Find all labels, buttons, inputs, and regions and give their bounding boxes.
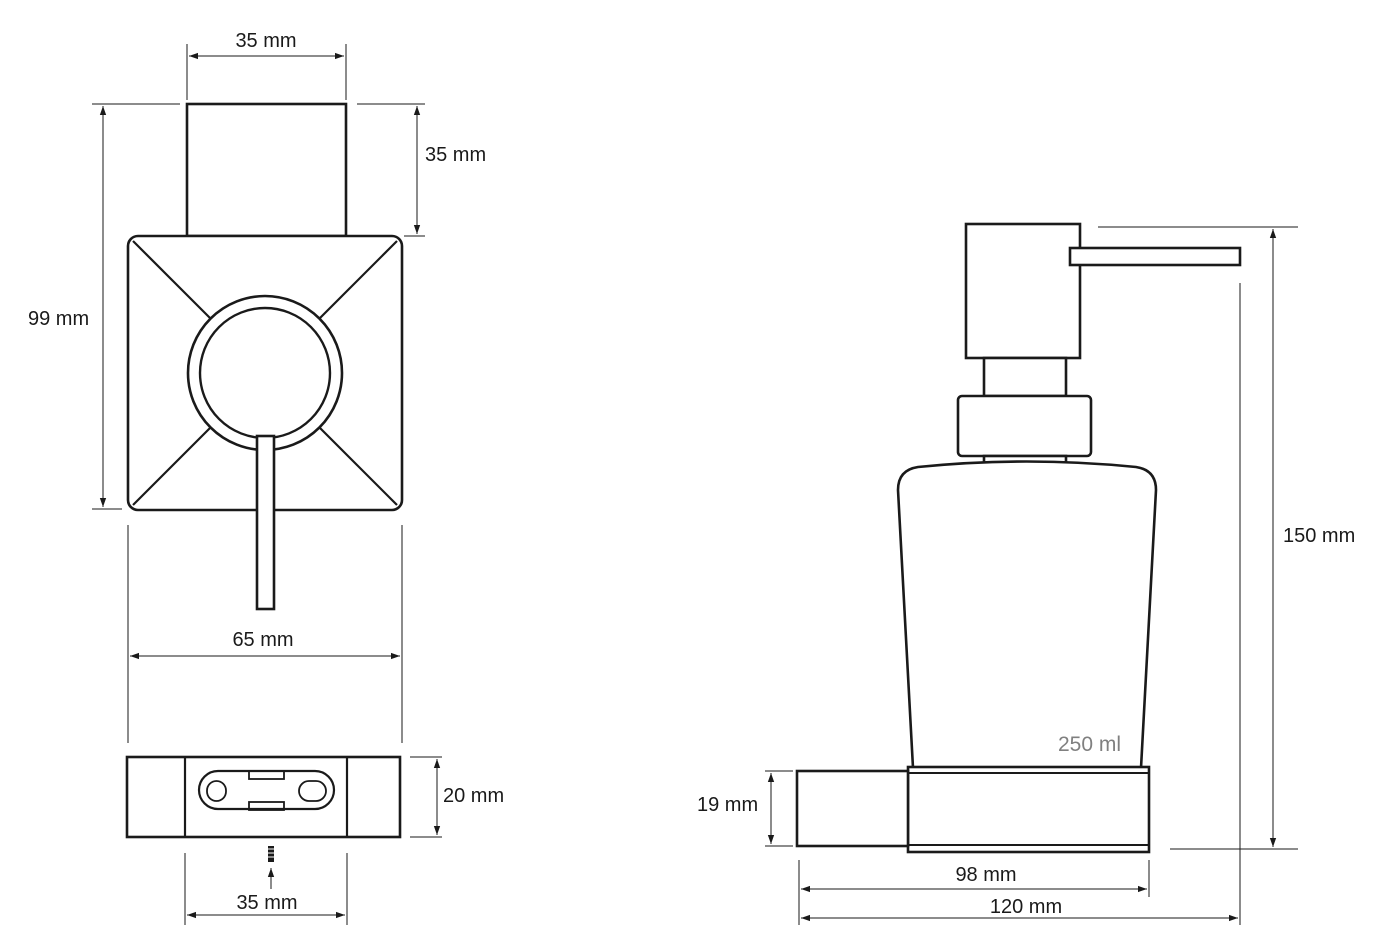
front-pump-head (185, 102, 348, 238)
bottom-height-label: 20 mm (443, 785, 504, 807)
bottom-plate (125, 755, 402, 839)
side-collar (956, 394, 1093, 458)
bottom-width-dimension: 35 mm (184, 853, 348, 925)
bottom-height-dimension: 20 mm (410, 756, 504, 838)
front-height-dimension: 99 mm (28, 103, 180, 510)
bottom-view: 20 mm 35 mm (125, 755, 504, 925)
front-top-width-label: 35 mm (235, 30, 296, 52)
side-pump-head (964, 222, 1082, 360)
front-round-plate (186, 294, 344, 452)
side-spout (1068, 246, 1242, 267)
front-top-height-dimension: 35 mm (357, 103, 486, 237)
front-nozzle (255, 434, 276, 611)
front-width-dimension: 65 mm (127, 525, 403, 743)
bottom-width-label: 35 mm (236, 892, 297, 914)
side-wall-bracket (795, 769, 910, 848)
front-width-label: 65 mm (232, 629, 293, 651)
side-height-label: 150 mm (1283, 525, 1355, 547)
side-height-dimension: 150 mm (1098, 226, 1355, 850)
side-view: 250 ml 150 mm 19 mm 98 mm (697, 222, 1355, 925)
side-base-width-label: 98 mm (955, 864, 1016, 886)
front-top-width-dimension: 35 mm (186, 30, 347, 100)
side-bottle (896, 460, 1158, 770)
front-view: 35 mm 35 mm 99 mm 65 mm (28, 30, 486, 743)
side-base-width-dimension: 98 mm (798, 860, 1150, 925)
side-depth-label: 120 mm (990, 896, 1062, 918)
side-base-height-label: 19 mm (697, 794, 758, 816)
capacity-label: 250 ml (1058, 733, 1121, 756)
side-holder-cup (906, 765, 1151, 854)
screw-icon (266, 846, 276, 889)
side-depth-dimension: 120 mm (801, 283, 1241, 925)
side-base-height-dimension: 19 mm (697, 770, 793, 847)
front-height-label: 99 mm (28, 308, 89, 330)
front-body-diagonals (132, 240, 398, 506)
front-top-height-label: 35 mm (425, 144, 486, 166)
side-neck (982, 356, 1068, 398)
